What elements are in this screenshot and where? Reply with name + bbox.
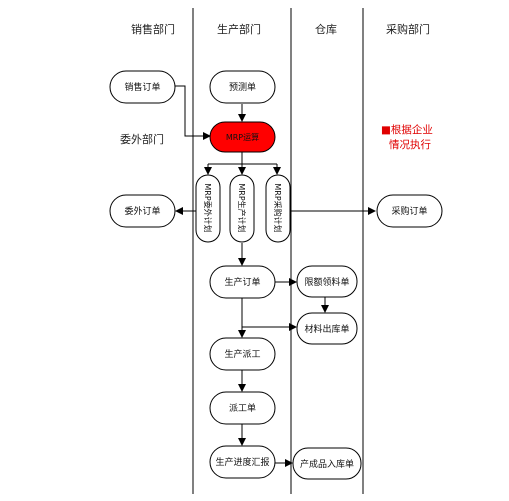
lane-header-production: 生产部门 (217, 22, 261, 36)
label-dispatch-sheet: 派工单 (229, 402, 256, 414)
lane-header-warehouse: 仓库 (315, 22, 337, 36)
node-mrp (209, 121, 276, 153)
label-production-dispatch: 生产派工 (224, 348, 260, 360)
label-mrp-outsource: MRP委外计划 (203, 183, 213, 232)
label-finished-receipt: 产成品入库单 (300, 458, 354, 470)
node-mrp-production (229, 174, 255, 243)
node-sales-order (109, 70, 176, 104)
edge-mrp-split (208, 152, 277, 165)
node-outsource-order (109, 194, 176, 228)
node-limit-picking (296, 265, 358, 298)
lane-header-sales: 销售部门 (131, 22, 175, 36)
node-production-dispatch (209, 337, 276, 371)
note-line-2: 情况执行 (389, 138, 431, 151)
node-mrp-outsource (195, 174, 221, 243)
node-dispatch-sheet (209, 391, 276, 425)
lane-header-outsource: 委外部门 (120, 132, 164, 146)
node-progress-report (209, 445, 276, 479)
note-line-1: ■根据企业 (381, 123, 433, 136)
node-production-order (209, 265, 276, 299)
label-progress-report: 生产进度汇报 (215, 456, 269, 468)
lane-header-purchase: 采购部门 (386, 22, 430, 36)
label-mrp: MRP运算 (226, 132, 259, 142)
node-forecast (209, 70, 276, 104)
node-purchase-order (376, 194, 443, 228)
node-finished-receipt (292, 447, 362, 480)
edge-sales-order-to-mrp (175, 85, 211, 140)
node-mrp-purchase (265, 174, 291, 243)
label-mrp-purchase: MRP采购计划 (273, 183, 283, 232)
label-purchase-order: 采购订单 (391, 205, 427, 217)
label-material-issue: 材料出库单 (304, 323, 349, 335)
label-outsource-order: 委外订单 (124, 205, 160, 217)
label-production-order: 生产订单 (224, 276, 260, 288)
node-material-issue (296, 312, 358, 345)
label-mrp-production: MRP生产计划 (237, 183, 247, 232)
label-limit-picking: 限额领料单 (304, 276, 349, 288)
label-forecast: 预测单 (229, 81, 256, 93)
label-sales-order: 销售订单 (124, 81, 160, 93)
